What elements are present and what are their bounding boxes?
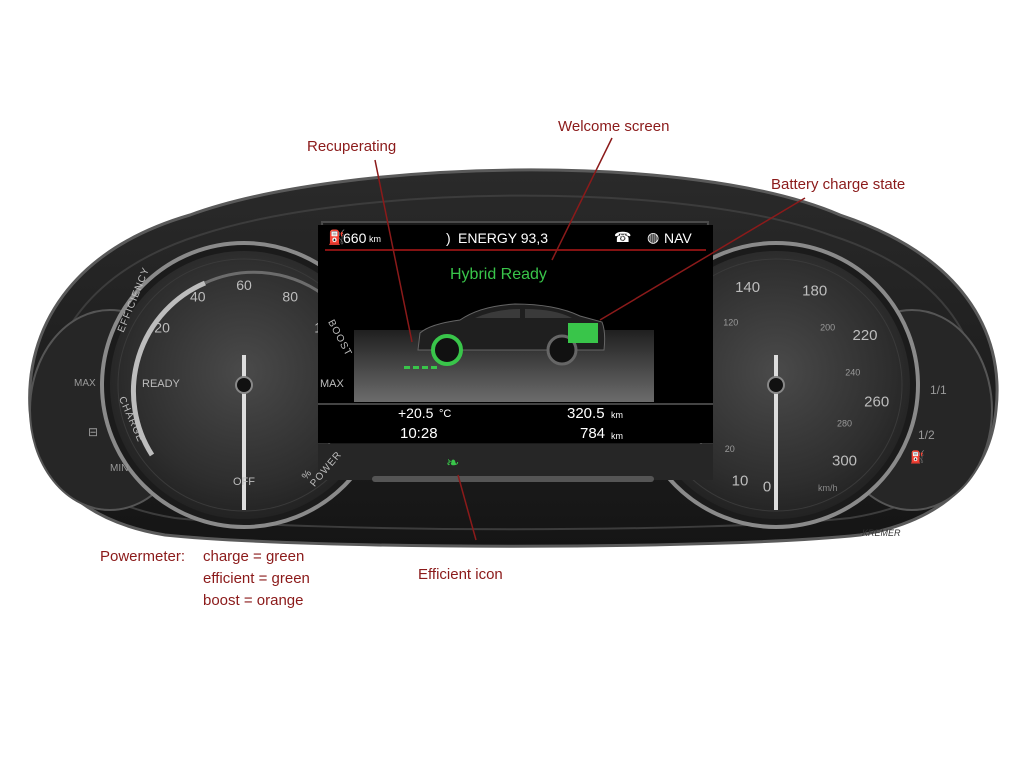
speed-major-tick-label: 10 [732, 473, 749, 490]
hybrid-car-image [404, 303, 606, 369]
powermeter-tick-label: 60 [236, 277, 252, 293]
powermeter-tick-label: 80 [282, 288, 298, 304]
temperature-unit: °C [439, 408, 452, 420]
callout-efficient-icon: Efficient icon [418, 566, 503, 583]
speed-minor-tick-label: 240 [845, 368, 860, 378]
speed-minor-tick-label: 280 [837, 418, 852, 428]
trip-value: 320.5 [567, 405, 605, 422]
range-value: 660 [343, 230, 367, 246]
speed-major-tick-label: 140 [735, 279, 760, 296]
odometer-unit: km [611, 431, 623, 441]
display-status: Hybrid Ready [450, 266, 547, 283]
powermeter-tick-label: 40 [190, 288, 206, 304]
clock: 10:28 [400, 425, 438, 442]
powermeter-gauge: 20406080100 [100, 241, 388, 529]
battery-icon [568, 323, 598, 343]
left-gauge-max: MAX [74, 378, 96, 389]
antenna-icon: ) [446, 230, 451, 246]
phone-icon: ☎ [614, 229, 632, 245]
speed-major-tick-label: 260 [864, 394, 889, 411]
speed-major-tick-label: 220 [852, 327, 877, 344]
leaf-icon: ❧ [446, 455, 460, 472]
speed-major-tick-label: 180 [802, 283, 827, 300]
pm-max: MAX [320, 378, 344, 390]
odometer-value: 784 [580, 425, 606, 442]
signature: KREMER [862, 528, 901, 538]
powermeter-tick-label: 20 [154, 320, 170, 336]
callout-powermeter-title: Powermeter: [100, 548, 186, 565]
right-gauge-full: 1/1 [930, 383, 947, 397]
callout-battery-charge: Battery charge state [771, 176, 906, 193]
callout-recuperating: Recuperating [307, 138, 397, 155]
pm-ready: READY [142, 378, 180, 390]
trip-unit: km [611, 410, 623, 420]
nav-label: NAV [664, 230, 692, 246]
display-bottom-info: +20.5 °C 10:28 320.5 km 784 km [398, 405, 628, 445]
fuel-icon: ⛽ [910, 450, 925, 464]
display-top-bar: ⛽ 660 km ) ENERGY 93,3 ☎ ◍ NAV [326, 229, 706, 247]
callout-welcome-screen: Welcome screen [558, 118, 670, 135]
fuel-pump-icon: ⛽ [328, 229, 346, 245]
pm-off: OFF [233, 476, 255, 488]
callout-powermeter-line-3: boost = orange [203, 592, 304, 609]
speed-major-tick-label: 300 [832, 453, 857, 470]
speed-minor-tick-label: 200 [820, 323, 835, 333]
callout-lines [374, 137, 806, 541]
callout-powermeter-line-2: efficient = green [203, 570, 310, 587]
speed-unit: km/h [818, 483, 838, 493]
globe-icon: ◍ [647, 229, 660, 245]
energy-readout: ENERGY 93,3 [458, 230, 549, 246]
left-gauge-min: MIN [110, 463, 129, 474]
coolant-icon: ⊟ [88, 425, 99, 439]
callout-powermeter-line-1: charge = green [203, 548, 305, 565]
range-unit: km [369, 234, 381, 244]
speed-major-tick-label: 0 [763, 479, 771, 496]
speed-minor-tick-label: 120 [723, 318, 738, 328]
temperature-value: +20.5 [398, 405, 434, 421]
speed-minor-tick-label: 20 [725, 444, 735, 454]
right-gauge-half: 1/2 [918, 428, 935, 442]
